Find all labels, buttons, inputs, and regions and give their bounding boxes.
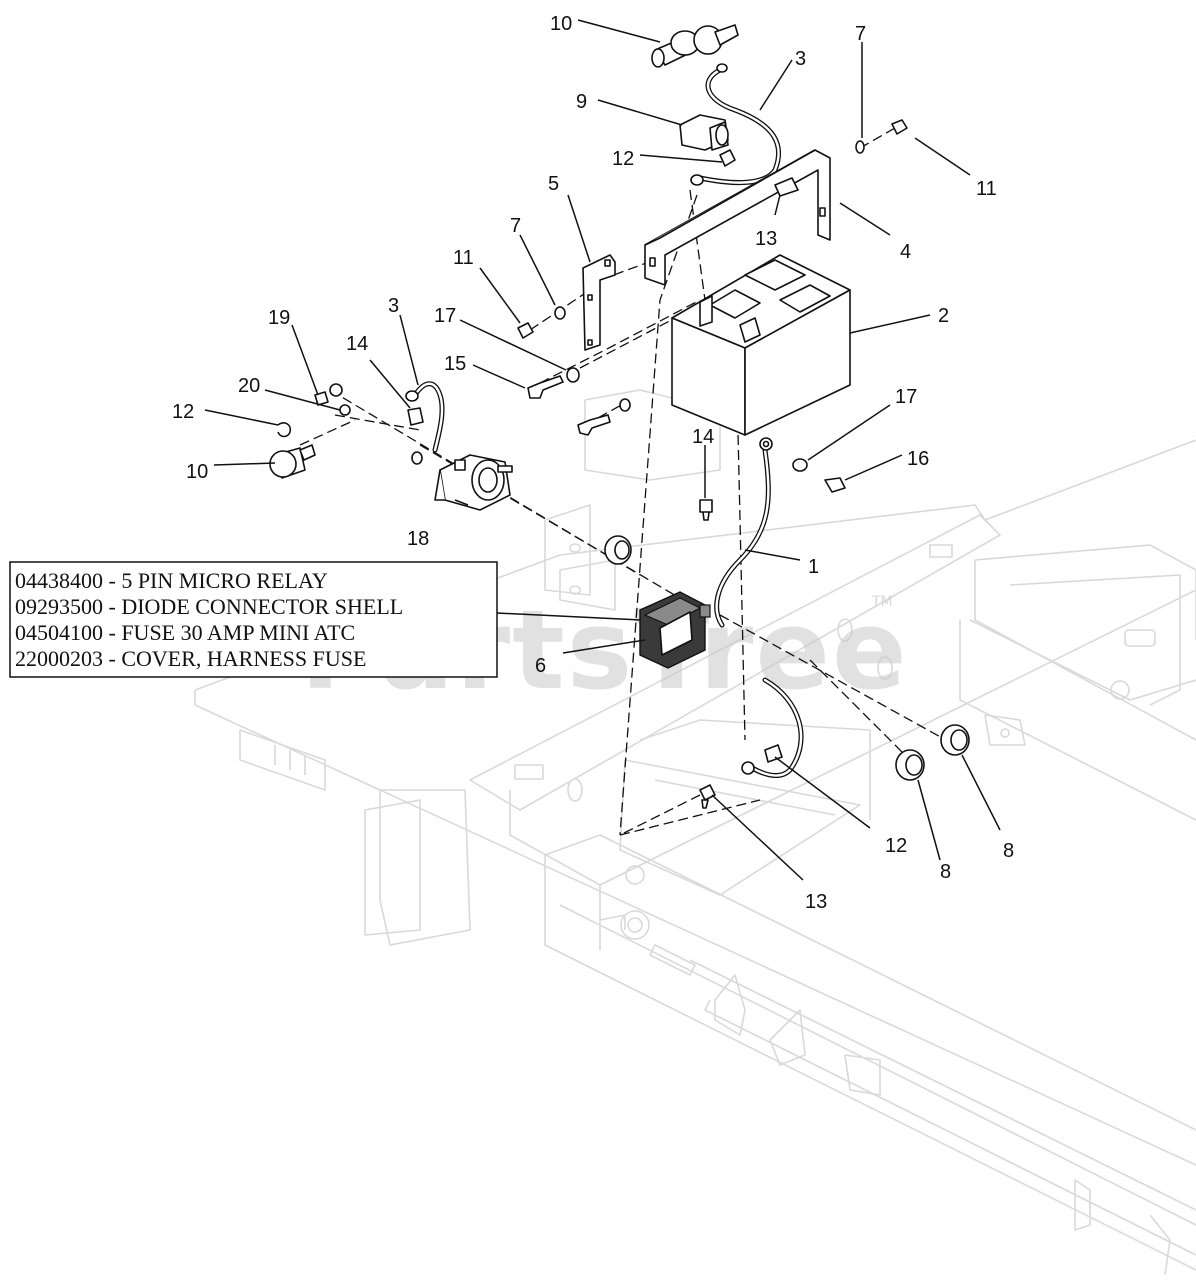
note-box: 04438400 - 5 PIN MICRO RELAY 09293500 - …: [9, 561, 498, 678]
part-washer-rear: [619, 398, 631, 412]
callout-16: 16: [907, 448, 929, 470]
callout-10-top: 10: [550, 13, 572, 35]
part-washer-solenoid: [411, 451, 423, 465]
callout-8-left: 8: [940, 861, 951, 883]
part-grommet-8b: [940, 724, 970, 756]
callout-7-left: 7: [510, 215, 521, 237]
part-bolt-14: [699, 499, 713, 521]
part-cable-1-lower: [741, 677, 804, 779]
callout-3-top: 3: [795, 48, 806, 70]
callout-20: 20: [238, 375, 260, 397]
callout-17-right: 17: [895, 386, 917, 408]
part-bolt-15: [527, 375, 564, 399]
callouts: 10 3 7 9 12 11 5 13 4 7 11 2 19 3 17 14 …: [172, 13, 1014, 913]
note-line-3: 04504100 - FUSE 30 AMP MINI ATC: [15, 620, 355, 645]
callout-13-top: 13: [755, 228, 777, 250]
part-bolt-rear: [577, 414, 611, 436]
part-bolt-16: [824, 477, 846, 493]
callout-9: 9: [576, 91, 587, 113]
part-washer-17-right: [792, 458, 808, 472]
note-line-2: 09293500 - DIODE CONNECTOR SHELL: [15, 594, 403, 619]
note-box-border: [9, 561, 498, 678]
part-battery-2: [671, 254, 851, 436]
note-line-4: 22000203 - COVER, HARNESS FUSE: [15, 646, 366, 671]
part-grommet-8a: [895, 749, 925, 781]
part-grommet-frame: [604, 535, 632, 565]
part-terminal-boot-left: [269, 444, 316, 479]
part-bolt-13-lower: [699, 784, 716, 809]
callout-5: 5: [548, 173, 559, 195]
callout-13-lower: 13: [805, 891, 827, 913]
part-solenoid-18: [434, 454, 513, 511]
callout-3-left: 3: [388, 295, 399, 317]
part-nut-12-top: [719, 149, 736, 167]
part-cable-3-top: [690, 63, 782, 186]
callout-12-top: 12: [612, 148, 634, 170]
callout-2: 2: [938, 305, 949, 327]
part-bolt-14-left: [407, 407, 424, 426]
callout-17-left: 17: [434, 305, 456, 327]
part-nut-11-top: [891, 119, 908, 135]
part-washer-7-left: [554, 306, 566, 320]
part-washer-17-left: [566, 367, 580, 383]
part-boot-9: [679, 114, 729, 151]
part-cable-1: [714, 437, 773, 628]
callout-4: 4: [900, 241, 911, 263]
part-terminal-boot-top: [651, 24, 739, 68]
part-cable-3-left: [405, 381, 445, 453]
mower-frame: [194, 389, 1196, 1276]
part-washer-20: [339, 404, 351, 416]
part-side-bracket-5: [582, 254, 616, 351]
callout-1: 1: [808, 556, 819, 578]
callout-15: 15: [444, 353, 466, 375]
part-nut-19: [314, 391, 329, 406]
callout-10-left: 10: [186, 461, 208, 483]
callout-8-right: 8: [1003, 840, 1014, 862]
callout-14-center: 14: [692, 426, 714, 448]
part-washer-left-a: [329, 383, 343, 397]
parts: [269, 24, 970, 809]
callout-6: 6: [535, 655, 546, 677]
part-hold-down-bracket-4: [644, 149, 831, 286]
callout-19: 19: [268, 307, 290, 329]
note-line-1: 04438400 - 5 PIN MICRO RELAY: [15, 568, 328, 593]
callout-12-left: 12: [172, 401, 194, 423]
callout-11-left: 11: [453, 247, 474, 269]
part-clip-12-left: [277, 422, 292, 438]
callout-18: 18: [407, 528, 429, 550]
callout-12-lower: 12: [885, 835, 907, 857]
part-fuse-holder-6: [639, 591, 711, 669]
callout-11-top: 11: [976, 178, 997, 200]
callout-7-top: 7: [855, 23, 866, 45]
callout-14-left: 14: [346, 333, 368, 355]
part-washer-7-top: [855, 140, 865, 154]
part-nut-11-left: [517, 322, 534, 339]
leader-lines: [204, 19, 1001, 881]
watermark-tm: TM: [871, 594, 893, 610]
